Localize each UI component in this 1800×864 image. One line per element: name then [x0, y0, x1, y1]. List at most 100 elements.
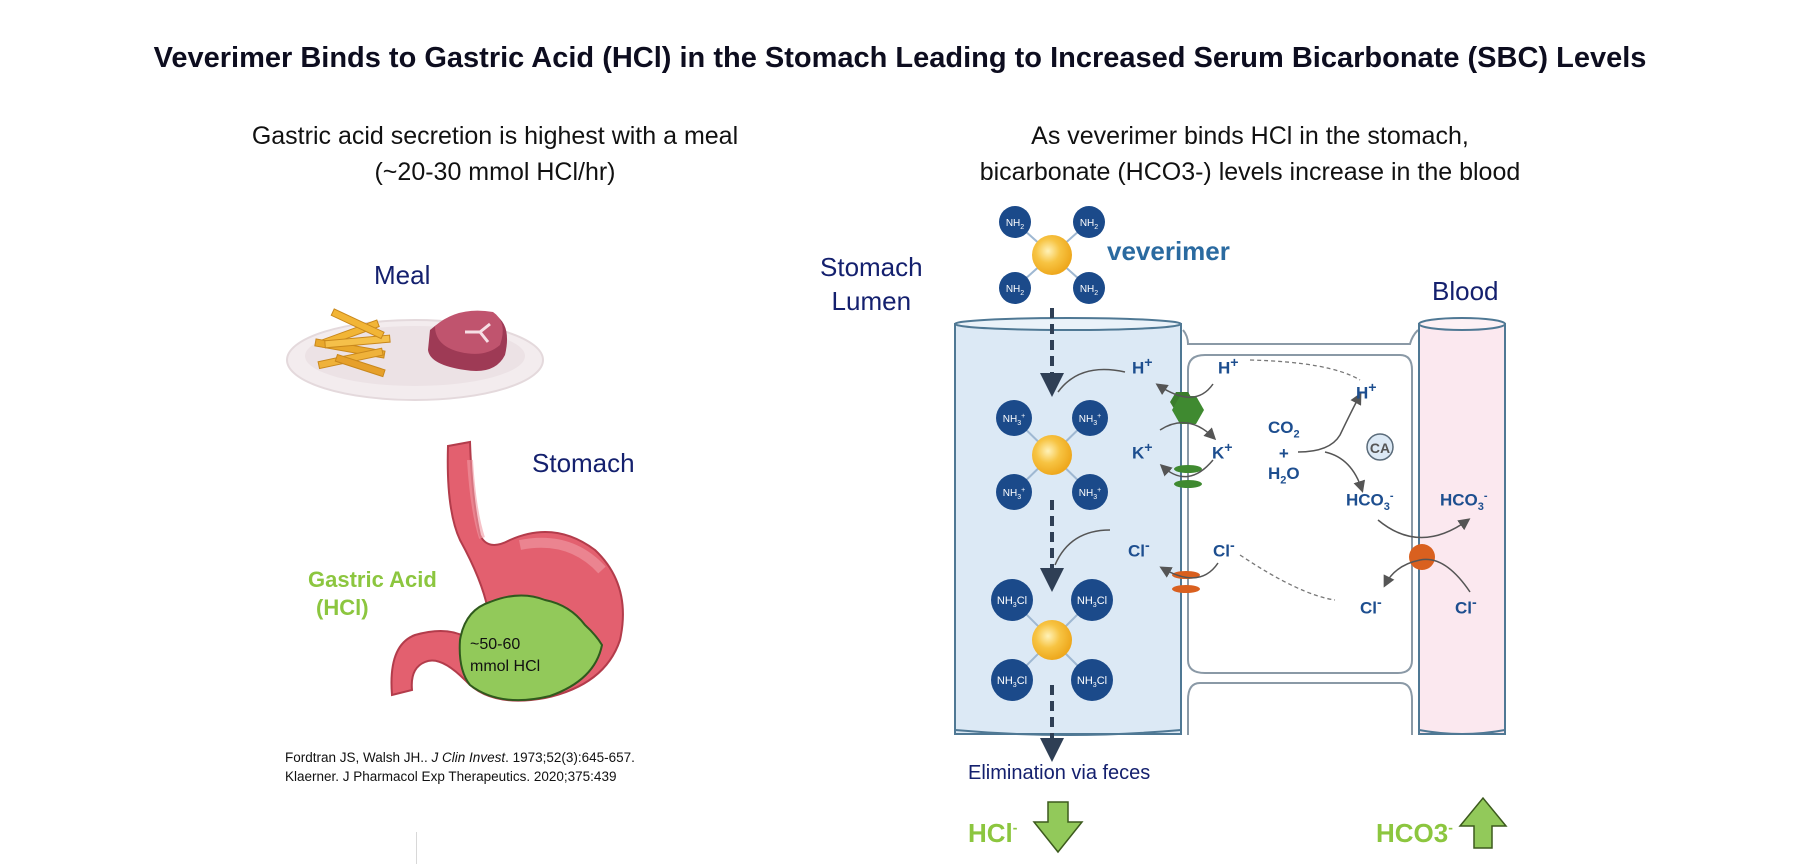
- pump-hexagon: [1172, 396, 1204, 424]
- stomach-label: Stomach: [532, 448, 635, 478]
- hcl-result-text: HCl: [968, 818, 1013, 848]
- amine-group-node: [1072, 474, 1108, 510]
- reaction-arrow-h: [1297, 392, 1362, 453]
- ion-text: Cl: [1455, 598, 1472, 618]
- elimination-label: Elimination via feces: [968, 762, 1151, 784]
- ion-text: H: [1218, 358, 1231, 378]
- cl-flow-arrow: [1054, 529, 1111, 566]
- amine-group-node: [996, 400, 1032, 436]
- stomach-lumen-line2: Lumen: [831, 286, 912, 316]
- ion-text: Cl: [1360, 598, 1377, 618]
- stomach-lumen-compartment: [954, 317, 1182, 736]
- amine-group-node: [1071, 579, 1113, 621]
- ca-label: CA: [1370, 440, 1390, 456]
- amine-group-node: [1072, 400, 1108, 436]
- h2o-text: H2O: [1268, 464, 1300, 487]
- polymer-core: [1032, 620, 1072, 660]
- proton-pump: [1155, 383, 1217, 488]
- reference-1: Fordtran JS, Walsh JH.. J Clin Invest. 1…: [285, 748, 635, 767]
- ion-text: HCO: [1346, 490, 1384, 510]
- amine-group-node: [1071, 659, 1113, 701]
- fries: [314, 308, 391, 378]
- left-subtitle-line2: (~20-30 mmol HCl/hr): [374, 158, 616, 186]
- ion-text: Cl: [1128, 541, 1145, 561]
- ion-text: H: [1132, 358, 1145, 378]
- ion-cl-cell-exchange: Cl-: [1360, 595, 1382, 618]
- ion-cl-cell: Cl-: [1213, 538, 1235, 561]
- stomach-illustration: [390, 440, 624, 702]
- ion-text: HCO: [1440, 490, 1478, 510]
- hco3-result-text: HCO3: [1376, 818, 1449, 848]
- amine-group-node: [991, 659, 1033, 701]
- carbonic-anhydrase-icon: CA: [1366, 433, 1394, 461]
- amine-group-label: NH3+: [1003, 413, 1025, 427]
- acid-amount-label: ~50-60 mmol HCl: [470, 634, 540, 678]
- reference-1-authors: Fordtran JS, Walsh JH..: [285, 750, 432, 765]
- amine-group-label: NH2: [1080, 284, 1098, 297]
- ion-text: H: [1268, 464, 1281, 484]
- right-subtitle: As veverimer binds HCl in the stomach, b…: [900, 118, 1600, 190]
- ion-h-plus-product: H+: [1356, 380, 1377, 403]
- blood-vessel-compartment: [1418, 317, 1506, 735]
- amine-group-label: NH3+: [1079, 487, 1101, 501]
- veverimer-label: veverimer: [1107, 236, 1230, 266]
- gastric-acid-label: Gastric Acid (HCl): [308, 566, 437, 622]
- amine-group-node: [991, 579, 1033, 621]
- right-subtitle-line2: bicarbonate (HCO3-) levels increase in t…: [979, 158, 1521, 186]
- references: Fordtran JS, Walsh JH.. J Clin Invest. 1…: [285, 748, 635, 786]
- hcl-result-label: HCl-: [968, 818, 1018, 848]
- amine-group-label: NH2: [1080, 218, 1098, 231]
- gastric-acid-pool: [458, 594, 604, 702]
- steak: [428, 310, 508, 371]
- anion-exchanger: [1377, 518, 1471, 593]
- amine-group-label: NH3Cl: [997, 675, 1027, 689]
- meal-plate-illustration: [286, 308, 544, 401]
- left-subtitle-line1: Gastric acid secretion is highest with a…: [251, 122, 739, 150]
- epithelial-cell: [1182, 329, 1419, 735]
- ion-text: CO: [1268, 418, 1294, 437]
- amine-group-label: NH3+: [1079, 413, 1101, 427]
- hcl-down-arrow: [1032, 801, 1084, 854]
- polymer-core: [1032, 235, 1072, 275]
- amine-group-label: NH3Cl: [1077, 595, 1107, 609]
- ion-h-plus-cell: H+: [1218, 355, 1239, 378]
- amine-group-label: NH2: [1006, 284, 1024, 297]
- amine-group-label: NH3Cl: [1077, 675, 1107, 689]
- amine-group-label: NH2: [1006, 218, 1024, 231]
- hco3-result-label: HCO3-: [1376, 818, 1453, 848]
- ion-k-plus-lumen: K+: [1132, 440, 1153, 463]
- reaction-arrow-hco3: [1324, 451, 1366, 493]
- hco3-up-arrow: [1458, 796, 1508, 849]
- veverimer-molecule-protonated: NH3+ NH3+ NH3+ NH3+: [996, 400, 1108, 510]
- h-plus-flow-arrow: [1057, 368, 1126, 393]
- left-subtitle: Gastric acid secretion is highest with a…: [170, 118, 820, 190]
- ion-cl-lumen: Cl-: [1128, 538, 1150, 561]
- stomach-lumen-line1: Stomach: [820, 252, 923, 282]
- ion-hco3-blood: HCO3-: [1440, 490, 1488, 514]
- reference-2: Klaerner. J Pharmacol Exp Therapeutics. …: [285, 769, 617, 784]
- amine-group-node: [1073, 272, 1105, 304]
- plus-text: +: [1278, 444, 1289, 464]
- blood-label: Blood: [1432, 276, 1499, 306]
- gastric-acid-label-line1: Gastric Acid: [308, 567, 437, 592]
- amine-group-node: [999, 206, 1031, 238]
- amine-group-label: NH3Cl: [997, 595, 1027, 609]
- h-plus-recycle-dashed: [1249, 359, 1361, 381]
- amine-group-node: [999, 272, 1031, 304]
- stomach-lumen-label: Stomach Lumen: [820, 250, 923, 318]
- chloride-channel: [1159, 562, 1219, 593]
- ion-hco3-cell: HCO3-: [1346, 490, 1394, 514]
- ion-text: H: [1356, 383, 1369, 403]
- amine-group-node: [996, 474, 1032, 510]
- amine-group-label: NH3+: [1003, 487, 1025, 501]
- reference-1-details: . 1973;52(3):645-657.: [505, 750, 635, 765]
- ion-h-plus-lumen: H+: [1132, 355, 1153, 378]
- ion-cl-blood: Cl-: [1455, 595, 1477, 618]
- acid-amount-line2: mmol HCl: [470, 658, 541, 675]
- right-subtitle-line1: As veverimer binds HCl in the stomach,: [1031, 122, 1469, 150]
- ion-text: K: [1212, 443, 1225, 463]
- acid-amount-line1: ~50-60: [470, 636, 521, 653]
